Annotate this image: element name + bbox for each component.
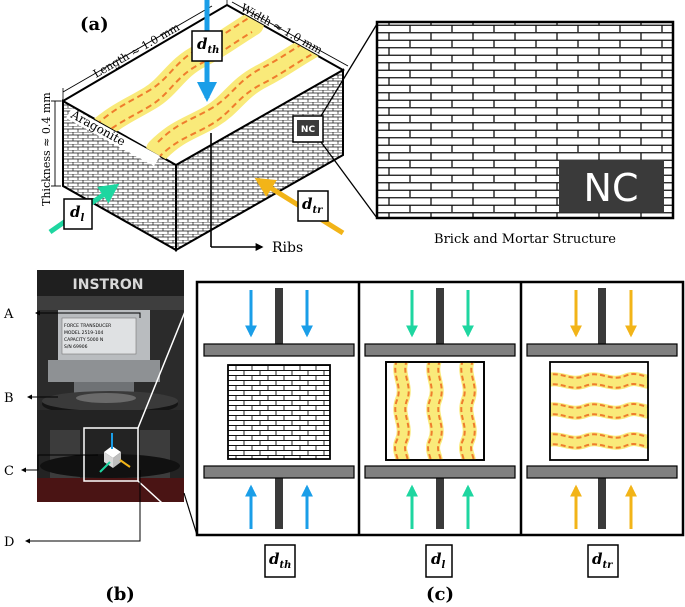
zoom-line-top <box>320 23 378 117</box>
col2-sub: l <box>442 560 446 571</box>
dl-letter: d <box>70 203 81 221</box>
col1-letter: d <box>269 550 280 568</box>
dtr-letter: d <box>302 195 313 213</box>
nc-tag: NC <box>292 115 324 143</box>
column-dth <box>203 288 355 529</box>
top-face-ribs <box>84 12 328 162</box>
dtr-sub: tr <box>313 205 324 216</box>
callout-c-label: C <box>4 464 14 479</box>
panel-a: (a) Length ≈ 1.0 mm Width ≈ 1.0 mm <box>40 0 675 256</box>
zoom-line-c-top <box>137 281 198 429</box>
dtr-badge: dtr <box>297 190 329 222</box>
nc-box-label: NC <box>584 166 639 210</box>
specimen-dtr-ribs <box>550 372 648 450</box>
svg-text:dl: dl <box>431 550 446 571</box>
callout-a: A <box>3 307 141 322</box>
instron-photo: INSTRON FORCE TRANSDUCER MODEL 2519-104 … <box>37 270 184 502</box>
plate-line-1: FORCE TRANSDUCER <box>64 323 111 329</box>
svg-text:dtr: dtr <box>592 550 613 571</box>
callout-d: D <box>4 470 141 550</box>
column-label-dtr: dtr <box>587 544 619 578</box>
column-label-dth: dth <box>264 544 296 578</box>
callout-b-label: B <box>4 391 14 406</box>
col3-sub: tr <box>603 560 614 571</box>
callout-c: C <box>4 454 98 479</box>
svg-text:dl: dl <box>70 203 85 224</box>
col3-letter: d <box>592 550 603 568</box>
column-dtr <box>526 288 678 529</box>
dth-sub: th <box>208 45 220 56</box>
nc-box <box>559 160 664 212</box>
dl-sub: l <box>81 213 85 224</box>
panel-c-frame <box>195 280 685 537</box>
instron-brand: INSTRON <box>73 277 144 293</box>
plate-line-4: S/N 69906 <box>64 344 88 350</box>
ribs-label: Ribs <box>272 240 303 256</box>
panel-c-label: (c) <box>426 584 454 605</box>
dth-letter: d <box>197 35 208 53</box>
col1-sub: th <box>280 560 292 571</box>
column-label-dl: dl <box>425 544 453 578</box>
specimen-dth <box>227 364 331 460</box>
svg-text:dtr: dtr <box>302 195 323 216</box>
specimen-dtr <box>549 361 649 461</box>
plate-line-3: CAPACITY 5000 N <box>64 337 103 343</box>
callout-d-label: D <box>4 535 14 550</box>
brick-mortar-caption: Brick and Mortar Structure <box>434 232 616 247</box>
thickness-label: Thickness ≈ 0.4 mm <box>40 92 53 206</box>
nc-tag-label: NC <box>301 125 316 135</box>
panel-c: dth dl dtr (c) <box>195 280 685 605</box>
dth-badge: dth <box>191 30 223 62</box>
callout-a-label: A <box>3 307 14 322</box>
svg-text:dth: dth <box>269 550 291 571</box>
specimen-dl <box>385 361 485 461</box>
callout-b: B <box>4 391 58 406</box>
specimen-dl-ribs <box>393 362 477 460</box>
dimension-thickness: Thickness ≈ 0.4 mm <box>40 92 61 206</box>
dl-badge: dl <box>63 198 93 230</box>
zoom-line-bottom <box>320 141 378 219</box>
zoom-line-c-bottom <box>137 480 198 536</box>
svg-text:dth: dth <box>197 35 219 56</box>
panel-b: INSTRON FORCE TRANSDUCER MODEL 2519-104 … <box>3 270 198 605</box>
panel-b-label: (b) <box>105 584 135 605</box>
col2-letter: d <box>431 550 442 568</box>
plate-line-2: MODEL 2519-104 <box>64 330 103 336</box>
panel-a-label: (a) <box>80 14 109 35</box>
column-dl <box>364 288 516 529</box>
